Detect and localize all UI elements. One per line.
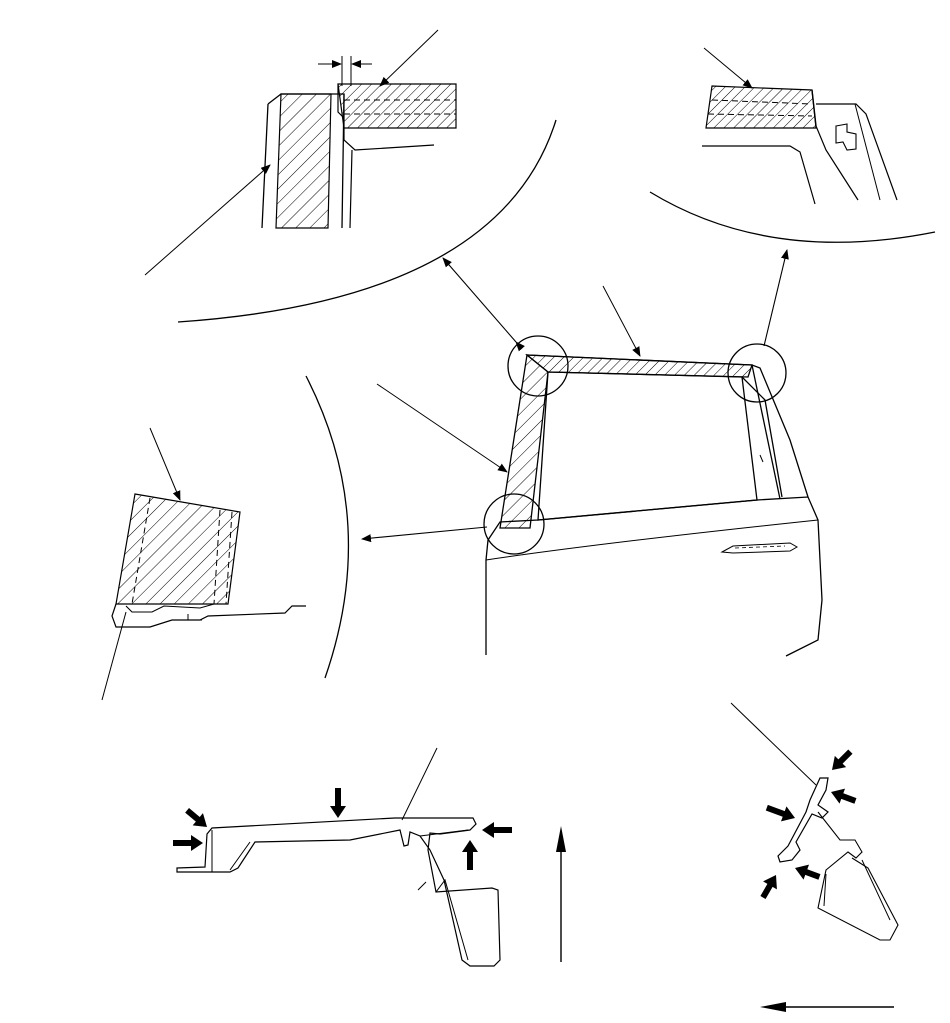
detail-upper-front <box>145 30 556 322</box>
weatherstrip-front <box>500 355 548 528</box>
leader-top-weatherstrip <box>603 286 641 357</box>
rear-header-hatched-strip <box>706 86 816 128</box>
leader-diagonal-section <box>731 703 816 785</box>
leader-upper-rear-header <box>704 48 753 89</box>
detail-boundary-arc-upper-rear <box>650 192 935 242</box>
cross-section-horizontal <box>177 748 500 966</box>
press-arrow-2 <box>173 835 203 851</box>
detail-circle-lower-front <box>484 494 544 554</box>
press-arrow-7 <box>831 788 857 804</box>
detail-circles <box>484 336 786 554</box>
weatherstrip-profile <box>177 818 500 966</box>
arrow-to-upper-front-detail <box>442 257 525 352</box>
keyhole-opening <box>836 124 856 150</box>
press-arrow-5 <box>462 840 478 870</box>
glass-run-line <box>742 377 782 497</box>
weatherstrip-profile-diagonal <box>778 778 828 862</box>
press-arrow-4 <box>482 822 512 838</box>
press-arrow-3 <box>330 788 346 818</box>
arrow-to-upper-rear-detail <box>764 249 789 346</box>
leader-cross-section <box>402 748 437 820</box>
press-arrows <box>173 749 857 900</box>
press-arrow-1 <box>185 807 207 827</box>
detail-boundary-arc-lower-front <box>306 376 348 678</box>
press-arrow-10 <box>760 875 777 900</box>
press-arrow-9 <box>795 864 821 880</box>
leader-lower-front-clip <box>102 612 126 700</box>
sash-outer-line <box>527 355 808 497</box>
pillar-hatched-section <box>276 94 331 228</box>
leader-lines-main <box>377 286 641 473</box>
detail-circle-upper-front <box>508 336 568 396</box>
window-opening <box>538 372 757 520</box>
detail-boundary-arc-upper-front <box>178 120 556 322</box>
leader-lower-front-strip <box>150 428 180 501</box>
door-handle <box>722 543 797 553</box>
press-arrow-8 <box>765 804 795 822</box>
detail-lower-front <box>102 376 348 700</box>
arrow-to-lower-front-detail <box>361 527 487 543</box>
press-arrow-6 <box>832 749 853 770</box>
detail-arrows <box>361 249 789 543</box>
leader-upper-front-header <box>379 30 438 87</box>
leader-upper-front-pillar <box>145 164 271 275</box>
direction-arrows <box>556 826 894 1012</box>
detail-circle-upper-rear <box>728 344 786 402</box>
cross-section-diagonal <box>731 703 898 940</box>
door-panel-outline <box>486 497 822 656</box>
weatherstrip-top <box>527 355 752 377</box>
weatherstrip-sections <box>500 355 752 528</box>
leader-front-weatherstrip <box>377 384 508 473</box>
detail-upper-rear <box>650 48 935 242</box>
header-hatched-strip <box>338 84 456 128</box>
